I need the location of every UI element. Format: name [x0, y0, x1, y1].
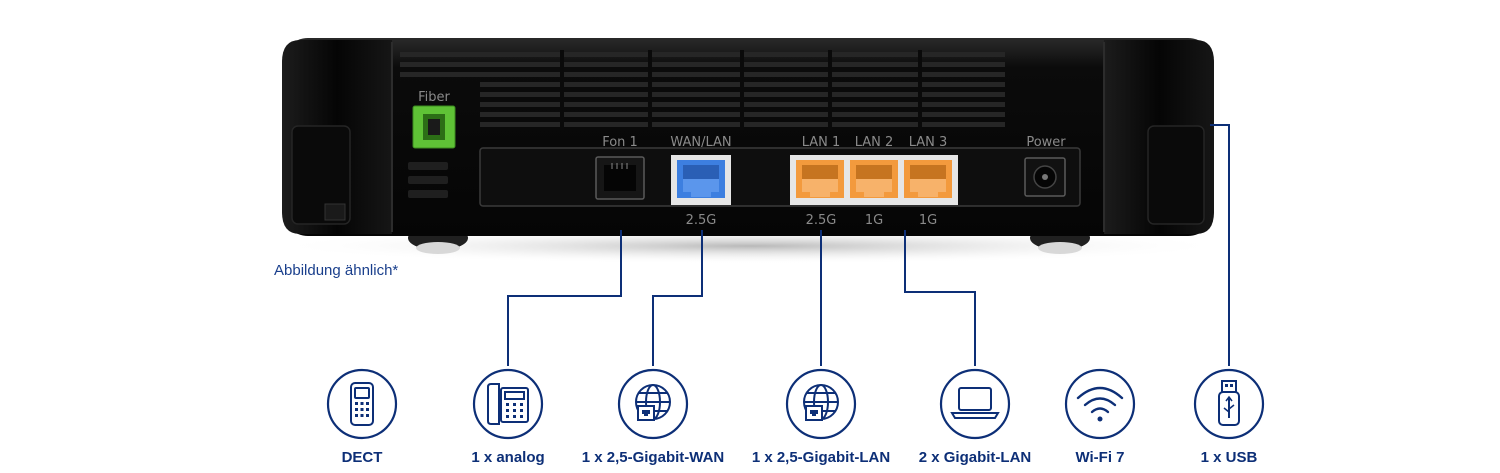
cooling-vents [400, 50, 1005, 130]
wifi-icon [1076, 386, 1124, 422]
lan3-port-label: LAN 3 [909, 135, 948, 150]
callout-analog [507, 230, 622, 366]
lan2-port [850, 160, 898, 198]
usb-stick-icon [1218, 380, 1240, 426]
feature-circle-wan [617, 368, 689, 440]
lan1-port-label: LAN 1 [802, 135, 841, 150]
feature-label-lan: 1 x 2,5-Gigabit-LAN [751, 449, 891, 466]
vent-divider [560, 50, 564, 130]
globe-lan-icon [803, 384, 839, 421]
feature-circles [326, 368, 1265, 440]
wan-port [671, 155, 731, 205]
vent-slit [400, 52, 1005, 57]
feature-label-analog: 1 x analog [471, 449, 545, 466]
callout-lines [507, 124, 1230, 366]
vent-divider [828, 50, 832, 130]
illustration-note: Abbildung ähnlich* [274, 262, 399, 279]
lan2-speed-label: 1G [865, 213, 883, 228]
callout-wan [652, 230, 703, 366]
feature-circle-lan [785, 368, 857, 440]
feature-circle-wifi [1064, 368, 1136, 440]
dect-phone-icon [350, 382, 374, 426]
vent-divider [648, 50, 652, 130]
power-port-label: Power [1026, 135, 1066, 150]
feature-label-gigabit-lan: 2 x Gigabit-LAN [918, 449, 1032, 466]
feature-label-wan: 1 x 2,5-Gigabit-WAN [581, 449, 725, 466]
lan1-speed-label: 2.5G [806, 213, 837, 228]
port-panel [479, 147, 1081, 207]
laptop-icon [950, 387, 1000, 419]
callout-usb [1210, 124, 1230, 366]
fiber-port: Fiber [412, 90, 456, 149]
lan3-speed-label: 1G [919, 213, 937, 228]
floor-shadow [270, 228, 1230, 264]
feature-label-usb: 1 x USB [1200, 449, 1258, 466]
fon-port-label: Fon 1 [602, 135, 638, 150]
lan-ports [790, 155, 958, 205]
wan-speed-label: 2.5G [686, 213, 717, 228]
analog-phone-icon [487, 383, 529, 425]
vent-divider [740, 50, 744, 130]
fon-port [595, 156, 645, 200]
fiber-port-label: Fiber [418, 90, 450, 105]
vent-slit [400, 62, 1005, 67]
wan-port-label: WAN/LAN [670, 135, 731, 150]
globe-lan-icon [635, 384, 671, 421]
feature-circle-gigabit-lan [939, 368, 1011, 440]
lan2-port-label: LAN 2 [855, 135, 894, 150]
feature-label-wifi: Wi-Fi 7 [1075, 449, 1125, 466]
lan3-port [904, 160, 952, 198]
vent-slit [400, 72, 1005, 77]
power-port [1024, 157, 1066, 197]
callout-gigabit-lan [904, 230, 976, 366]
lan1-port [796, 160, 844, 198]
feature-label-dect: DECT [341, 449, 383, 466]
vent-divider [918, 50, 922, 130]
side-vents [408, 162, 448, 198]
